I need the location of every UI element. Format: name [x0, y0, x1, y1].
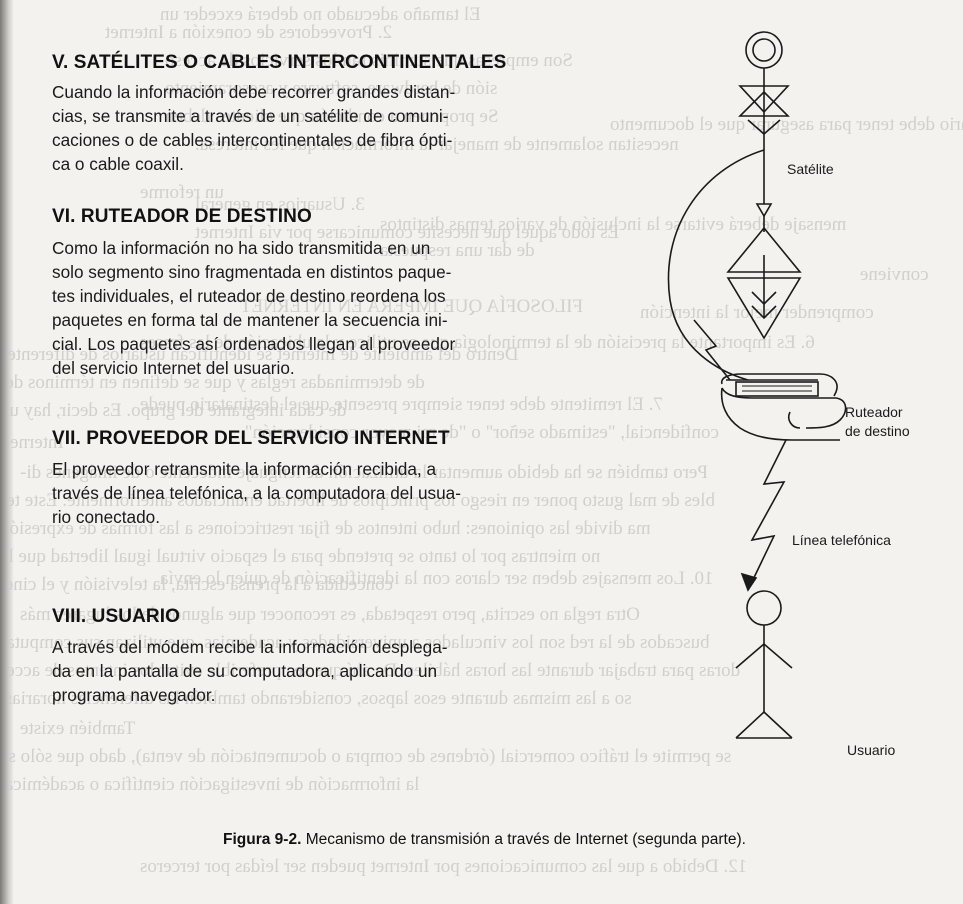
router-label-line2: de destino: [845, 423, 910, 439]
text-line: El proveedor retransmite la información …: [52, 459, 437, 479]
text-line: Como la información no ha sido transmiti…: [52, 238, 431, 258]
section-heading-proveedor: VII. PROVEEDOR DEL SERVICIO INTERNET: [52, 428, 450, 449]
text-line: cias, se transmite a través de un satéli…: [52, 106, 449, 126]
text-line: tes individuales, el ruteador de destino…: [52, 286, 446, 306]
section-text-satelites: Cuando la información debe recorrer gran…: [52, 80, 497, 176]
text-line: Cuando la información debe recorrer gran…: [52, 82, 456, 102]
text-line: A través del módem recibe la información…: [52, 637, 448, 657]
text-line: paquetes en forma tal de mantener la sec…: [52, 310, 448, 330]
satellite-icon: [738, 31, 790, 205]
user-label: Usuario: [847, 742, 896, 758]
section-heading-satelites: V. SATÉLITES O CABLES INTERCONTINENTALES: [52, 52, 507, 73]
text-line: del servicio Internet del usuario.: [52, 358, 295, 378]
text-line: ca o cable coaxil.: [52, 154, 184, 174]
section-text-ruteador: Como la información no ha sido transmiti…: [52, 236, 497, 380]
user-icon: [735, 590, 793, 739]
figure-caption: Figura 9-2. Mecanismo de transmisión a t…: [223, 831, 746, 849]
text-line: solo segmento sino fragmentada en distin…: [52, 262, 452, 282]
router-icon: [720, 373, 847, 441]
section-text-usuario: A través del módem recibe la información…: [52, 635, 497, 707]
section-heading-usuario: VIII. USUARIO: [52, 606, 180, 627]
section-heading-ruteador: VI. RUTEADOR DE DESTINO: [52, 206, 312, 227]
lightning-small-icon: [693, 319, 731, 381]
text-line: da en la pantalla de su computadora, apl…: [52, 661, 438, 681]
signal-path-icon: [667, 149, 765, 381]
text-line: través de línea telefónica, a la computa…: [52, 483, 461, 503]
phone-line-label: Línea telefónica: [792, 532, 891, 548]
router-triangles-icon: [726, 226, 802, 340]
transmission-arrow-icon: [755, 203, 773, 232]
text-line: rio conectado.: [52, 507, 160, 527]
figure-caption-text: Mecanismo de transmisión a través de Int…: [301, 831, 746, 848]
router-label-line1: Ruteador: [845, 404, 903, 420]
figure-number: Figura 9-2.: [223, 831, 302, 848]
satellite-label: Satélite: [787, 161, 834, 177]
section-text-proveedor: El proveedor retransmite la información …: [52, 457, 497, 529]
text-line: programa navegador.: [52, 685, 216, 705]
phone-line-lightning-icon: [747, 439, 787, 591]
page-binding-shadow: [0, 0, 14, 904]
text-line: cial. Los paquetes así ordenados llegan …: [52, 334, 456, 354]
text-line: caciones o de cables intercontinentales …: [52, 130, 453, 150]
